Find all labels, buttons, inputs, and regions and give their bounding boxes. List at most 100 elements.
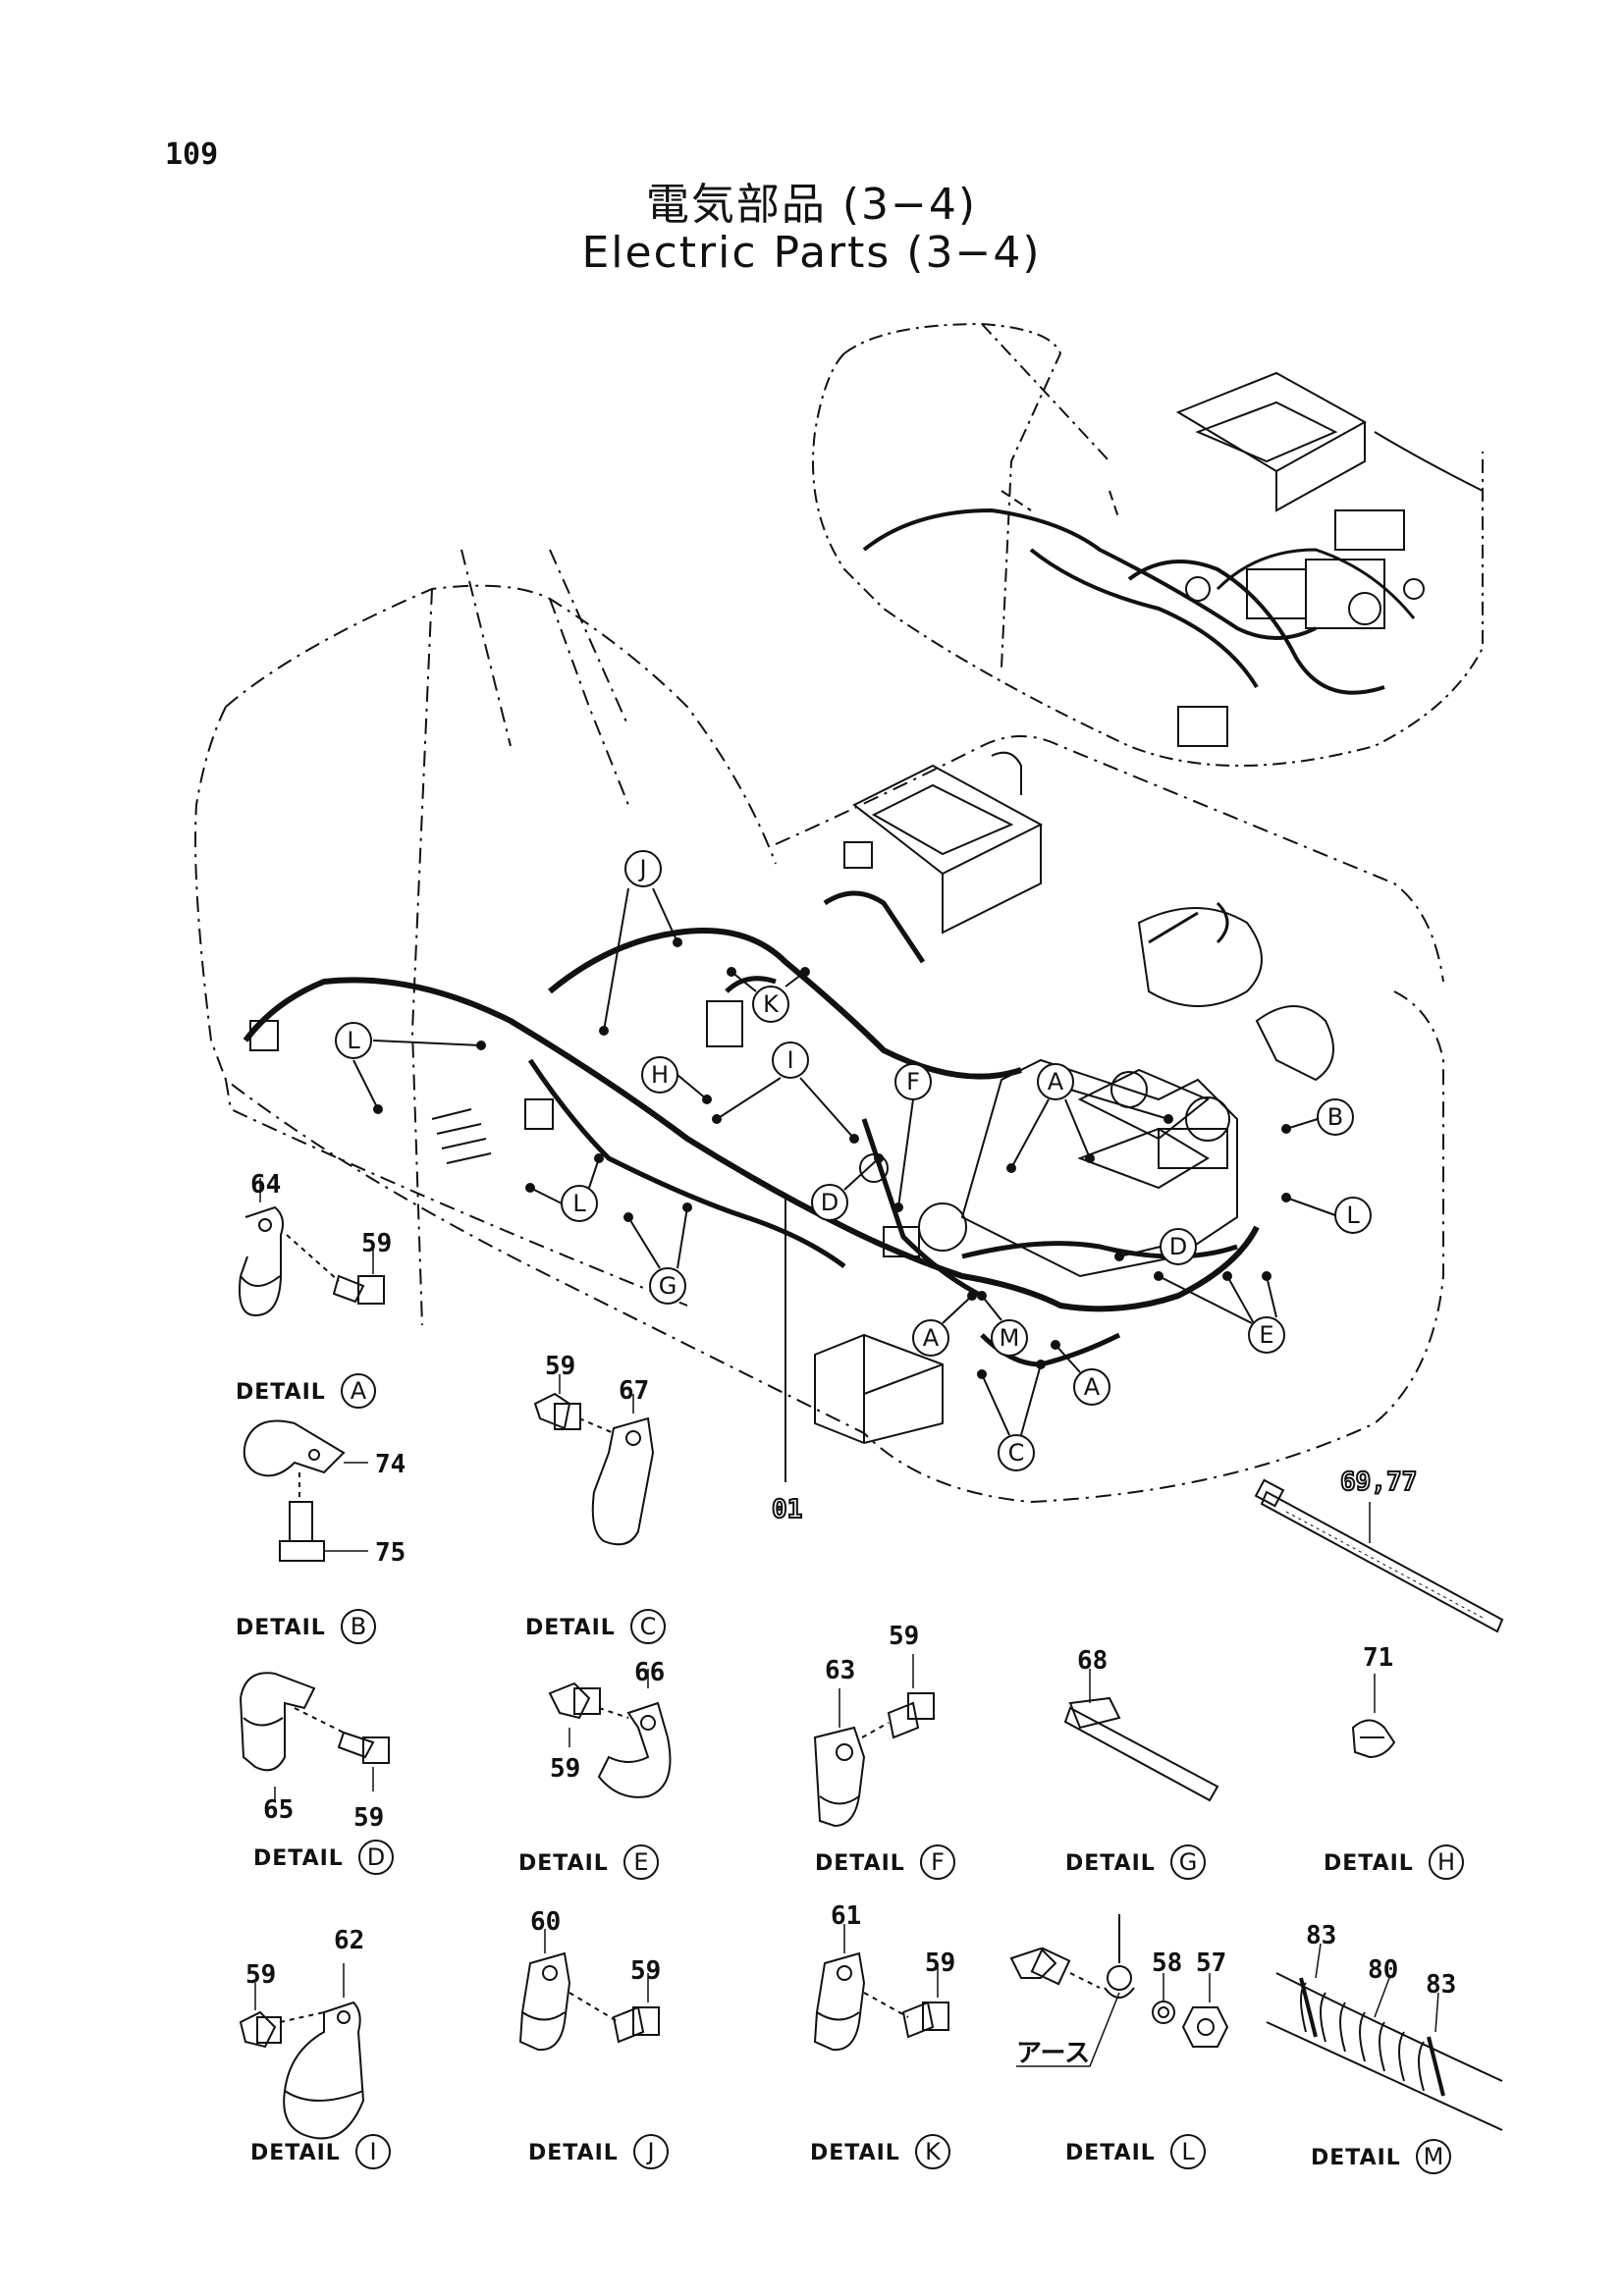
detail-letter: B — [351, 1613, 366, 1640]
part-number: 74 — [375, 1450, 406, 1479]
part-number: 68 — [1077, 1646, 1108, 1676]
detail-letter: I — [369, 2138, 376, 2165]
detail-letter: E — [633, 1848, 648, 1876]
detail-letter: J — [645, 2138, 654, 2165]
part-number: 59 — [353, 1803, 384, 1833]
callout-l: L — [1281, 1193, 1372, 1234]
page-title-japanese: 電気部品 (3−4) — [645, 180, 978, 230]
callout-letter: M — [1000, 1324, 1020, 1352]
callout-letter: D — [821, 1189, 839, 1216]
callout-a: A — [912, 1291, 977, 1357]
detail-letter: F — [931, 1848, 945, 1876]
detail-label: DETAIL — [1324, 1851, 1414, 1876]
detail-letter: A — [351, 1377, 367, 1405]
part-number: 67 — [619, 1376, 649, 1406]
part-number: 64 — [250, 1170, 281, 1200]
callout-g: G — [623, 1202, 692, 1305]
detail-label: DETAIL — [1065, 2141, 1156, 2165]
callout-letter: D — [1169, 1233, 1187, 1260]
part-number: 83 — [1426, 1970, 1456, 2000]
callout-b: B — [1281, 1098, 1354, 1136]
callout-l: L — [335, 1022, 486, 1114]
detail-letter: H — [1437, 1848, 1455, 1876]
callout-l: L — [525, 1153, 604, 1222]
callout-letter: A — [1048, 1068, 1064, 1095]
callout-k: K — [727, 967, 810, 1023]
detail-e: DETAIL E 66 59 — [518, 1658, 665, 1880]
callout-letter: I — [786, 1046, 793, 1074]
detail-label: DETAIL — [1065, 1851, 1156, 1876]
callout-e: E — [1154, 1271, 1285, 1354]
callout-m: M — [977, 1291, 1028, 1357]
callout-a: A — [1006, 1063, 1173, 1173]
callout-letter: J — [637, 855, 646, 882]
detail-letter: K — [925, 2138, 942, 2165]
callout-letter: L — [572, 1190, 586, 1217]
callout-letter: F — [906, 1068, 920, 1095]
part-number: 62 — [334, 1926, 364, 1955]
detail-label: DETAIL — [1311, 2146, 1401, 2170]
detail-b: DETAIL B 74 75 — [236, 1450, 406, 1644]
callout-letter: A — [1084, 1373, 1101, 1401]
part-number: 61 — [831, 1901, 861, 1931]
callout-f: F — [893, 1063, 932, 1212]
page-number: 109 — [165, 137, 219, 172]
main-machine-view — [194, 549, 1444, 1504]
callout-d: D — [1114, 1228, 1197, 1265]
part-number: 75 — [375, 1538, 406, 1568]
callout-j: J — [599, 850, 682, 1036]
detail-label: DETAIL — [815, 1851, 905, 1876]
tie-part-number: 69,77 — [1340, 1468, 1417, 1497]
callout-a: A — [1051, 1340, 1110, 1406]
callout-letter: A — [923, 1324, 940, 1352]
detail-letter: C — [640, 1613, 657, 1640]
callout-letter: L — [1346, 1201, 1360, 1229]
part-number: 80 — [1368, 1955, 1398, 1985]
callout-d: D — [811, 1153, 884, 1221]
callout-letter: H — [651, 1061, 669, 1089]
inset-machine-view — [812, 322, 1484, 767]
callout-letter: C — [1008, 1439, 1025, 1467]
ground-note: アース — [1016, 2039, 1090, 2068]
part-number: 63 — [825, 1656, 855, 1685]
detail-letter: D — [367, 1843, 385, 1871]
callout-c: C — [977, 1360, 1046, 1471]
detail-drawings — [239, 1178, 1503, 2140]
callout-h: H — [641, 1056, 712, 1104]
part-number: 66 — [634, 1658, 665, 1687]
detail-letter: L — [1181, 2138, 1195, 2165]
detail-label: DETAIL — [518, 1851, 609, 1876]
detail-label: DETAIL — [525, 1616, 616, 1640]
callout-letter: K — [763, 990, 780, 1018]
page-title-english: Electric Parts (3−4) — [581, 228, 1042, 278]
detail-letter: M — [1424, 2143, 1444, 2170]
callout-letter: B — [1327, 1103, 1343, 1131]
detail-label: DETAIL — [236, 1616, 326, 1640]
part-number: 60 — [530, 1907, 561, 1937]
callout-i: I — [712, 1041, 859, 1144]
callout-letter: E — [1259, 1321, 1273, 1349]
part-number: 57 — [1196, 1949, 1226, 1978]
tie-strap-illustration — [1254, 1478, 1504, 1633]
harness-part-number: 01 — [772, 1495, 802, 1524]
part-number: 59 — [245, 1960, 276, 1990]
callout-letter: G — [659, 1272, 677, 1300]
detail-label: DETAIL — [810, 2141, 900, 2165]
part-number: 59 — [550, 1754, 580, 1784]
callout-letter: L — [347, 1027, 360, 1054]
main-callouts: J L K H I F A B D L G D A M A E C L — [335, 850, 1372, 1471]
part-number: 59 — [630, 1956, 661, 1986]
detail-label: DETAIL — [236, 1380, 326, 1405]
